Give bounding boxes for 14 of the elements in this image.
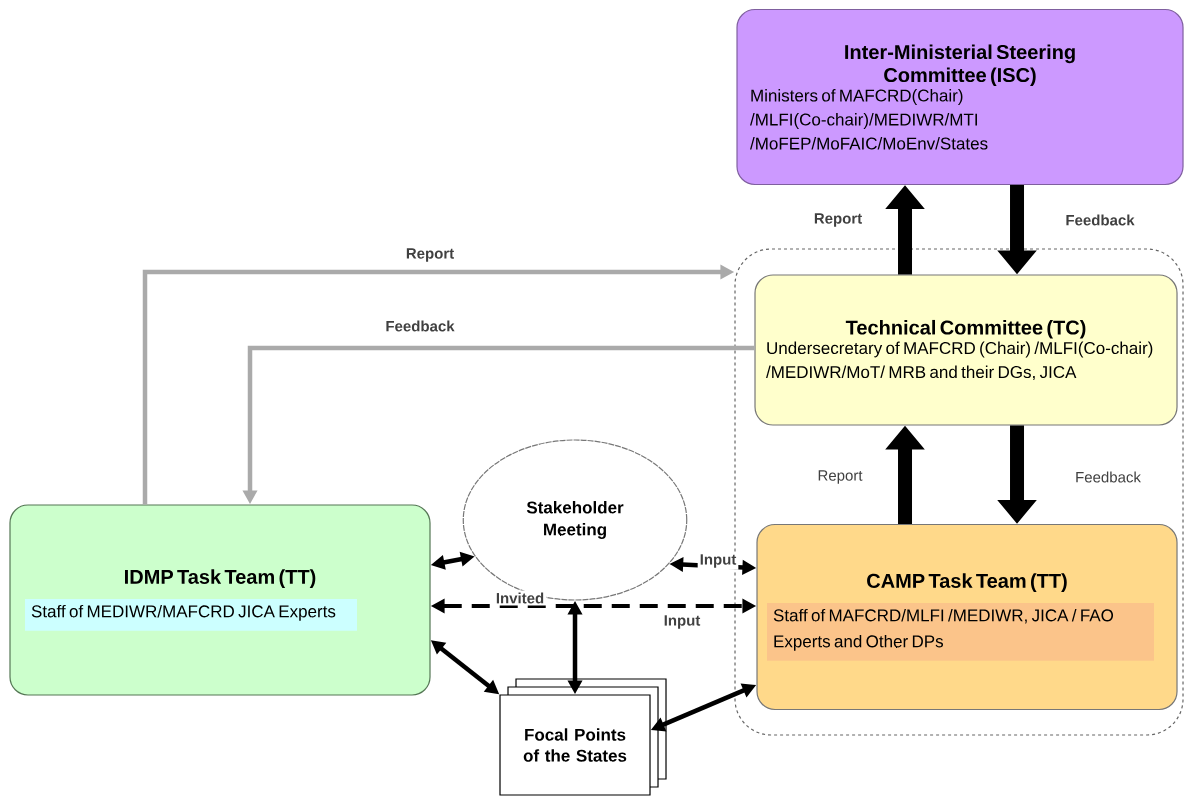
edge-label: Report (403, 246, 457, 264)
edge-label: Input (697, 552, 739, 570)
committee-box: Technical Committee (TC) Undersecretary of MAFCRD (Chair) /MLFI(Co-chair) /MEDIWR/MoT/ MRB and their DGs, JICA (754, 274, 1178, 426)
edge-label: Invited (493, 590, 547, 606)
team-box: CAMP Task Team (TT) Staff of MAFCRD/MLFI /MEDIWR, JICA / FAO Experts and Other DPs (756, 523, 1178, 711)
annotation-text: Input (664, 615, 701, 629)
edge-label: Feedback (1073, 469, 1143, 485)
committee-box: Inter-Ministerial Steering Committee (ISC) Ministers of MAFCRD(Chair) /MLFI(Co-chair)/MEDIWR/MTI /MoFEP/MoFAIC/MoEnv/States (736, 8, 1184, 186)
edge-label: Report (811, 211, 865, 229)
edge-label: Feedback (1063, 212, 1137, 228)
team-box: IDMP Task Team (TT) Staff of MEDIWR/MAFCRD JICA Experts (9, 504, 431, 696)
edge-label: Report (815, 468, 865, 486)
document-stack: Focal Points of the States (499, 678, 667, 796)
edge-label: Feedback (383, 318, 457, 334)
